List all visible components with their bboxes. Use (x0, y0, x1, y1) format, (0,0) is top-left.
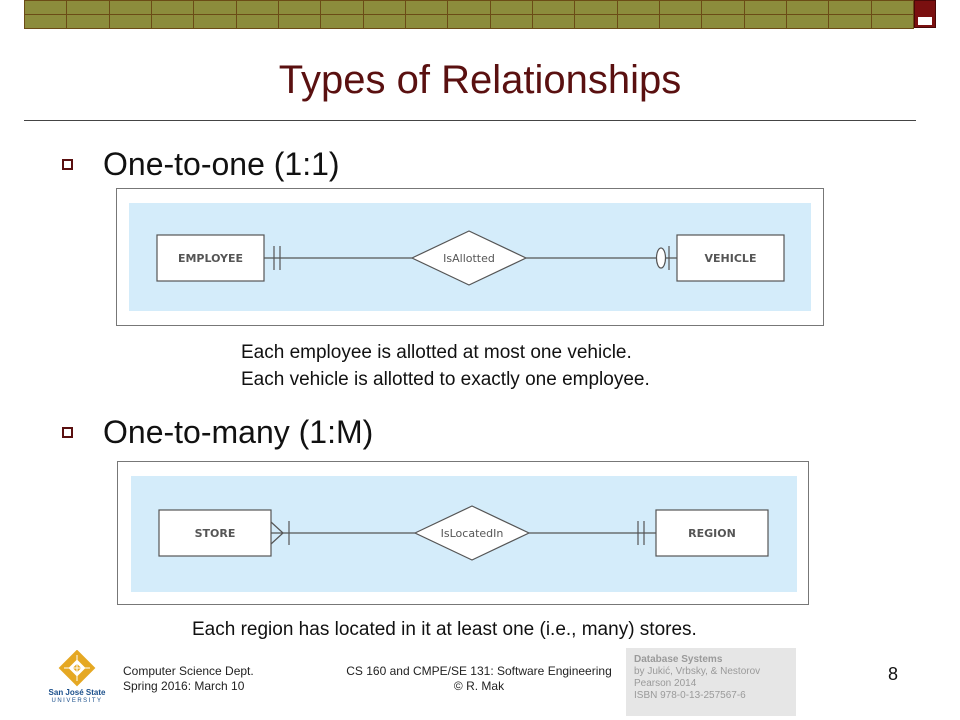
crows-foot-upper (270, 521, 284, 534)
er-diagram-one-to-one-svg: EMPLOYEE VEHICLE IsAllotted (156, 230, 785, 286)
bullet-heading: One-to-one (1:1) (103, 146, 340, 182)
top-decoration-bar (24, 0, 936, 29)
top-bar-accent (914, 0, 936, 28)
logo-line-2: UNIVERSITY (51, 698, 103, 704)
caption-one-to-one-2: Each vehicle is allotted to exactly one … (241, 369, 650, 390)
bullet-heading: One-to-many (1:M) (103, 414, 374, 450)
credit-isbn: ISBN 978-0-13-257567-6 (634, 690, 746, 701)
relationship-diamond (413, 505, 531, 561)
er-diagram-one-to-many-svg: STORE REGION IsLocatedIn (158, 505, 769, 561)
entity-vehicle-box (676, 234, 785, 282)
crows-foot-lower (270, 532, 284, 545)
page-number: 8 (888, 664, 899, 684)
credit-authors: by Jukić, Vrbsky, & Nestorov (634, 666, 761, 677)
cardinality-zero-mark (655, 247, 667, 269)
caption-one-to-many-1: Each region has located in it at least o… (192, 619, 697, 640)
relationship-diamond (410, 230, 528, 286)
er-diagram-one-to-many: STORE REGION IsLocatedIn (117, 461, 809, 605)
credit-title: Database Systems (634, 654, 723, 665)
logo-line-1: San José State (48, 688, 106, 697)
entity-employee-box (156, 234, 265, 282)
credit-publisher: Pearson 2014 (634, 678, 697, 689)
footer-course: CS 160 and CMPE/SE 131: Software Enginee… (336, 664, 622, 694)
sjsu-logo-icon (58, 649, 96, 687)
footer-dept: Computer Science Dept. Spring 2016: Marc… (123, 664, 254, 694)
caption-one-to-one-1: Each employee is allotted at most one ve… (241, 342, 632, 363)
entity-vehicle-label: VEHICLE (705, 252, 757, 265)
relationship-label: IsAllotted (443, 252, 495, 265)
footer-course-line2: © R. Mak (453, 679, 505, 693)
top-bar-row-2 (24, 14, 914, 29)
title-divider (24, 120, 916, 121)
entity-region-box (655, 509, 769, 557)
footer-dept-line2: Spring 2016: March 10 (123, 679, 245, 693)
entity-store-label: STORE (195, 527, 236, 540)
entity-region-label: REGION (688, 527, 736, 540)
entity-employee-label: EMPLOYEE (178, 252, 243, 265)
bullet-one-to-one: One-to-one (1:1) (62, 146, 340, 183)
er-diagram-one-to-one: EMPLOYEE VEHICLE IsAllotted (116, 188, 824, 326)
sjsu-logo: San José State UNIVERSITY (46, 649, 108, 708)
footer-course-line1: CS 160 and CMPE/SE 131: Software Enginee… (346, 664, 612, 678)
entity-store-box (158, 509, 272, 557)
bullet-one-to-many: One-to-many (1:M) (62, 414, 373, 451)
bullet-square-icon (62, 427, 73, 438)
top-bar-row-1 (24, 0, 914, 15)
book-credit-box: Database Systems by Jukić, Vrbsky, & Nes… (626, 648, 796, 716)
footer-dept-line1: Computer Science Dept. (123, 664, 254, 678)
slide-title: Types of Relationships (278, 58, 682, 102)
relationship-label: IsLocatedIn (441, 527, 504, 540)
bullet-square-icon (62, 159, 73, 170)
